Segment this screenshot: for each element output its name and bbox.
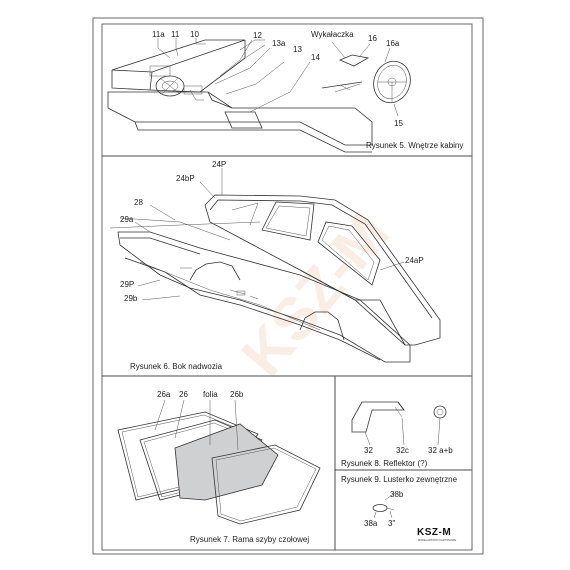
label-15: 15 (394, 119, 403, 128)
label-26a: 26a (157, 390, 171, 399)
caption-figure-6: Rysunek 6. Bok nadwozia (130, 362, 223, 371)
caption-figure-7: Rysunek 7. Rama szyby czołowej (190, 535, 309, 544)
label-29P: 29P (120, 280, 134, 289)
label-16a: 16a (386, 39, 400, 48)
reflector-drawing (351, 401, 447, 433)
label-32: 32 (364, 446, 373, 455)
label-13: 13 (293, 45, 302, 54)
label-3-inch: 3" (388, 519, 395, 528)
label-26b: 26b (230, 390, 244, 399)
page-frame (92, 17, 484, 555)
foil-sheet (174, 423, 279, 501)
mirror-frame (334, 469, 473, 551)
label-10: 10 (190, 30, 199, 39)
reflector-frame (334, 375, 473, 471)
label-24bP: 24bP (176, 174, 195, 183)
logo-text: KSZ-M (417, 527, 451, 538)
label-38b: 38b (390, 490, 404, 499)
mirror-section: 38b 38a 3" Rysunek 9. Lusterko zewnętrzn… (334, 469, 473, 551)
label-28: 28 (134, 198, 143, 207)
logo-subtext: MODELARSTWO KARTONOWE (418, 538, 457, 542)
mirror-drawing (372, 492, 396, 519)
label-24P: 24P (212, 160, 226, 169)
windshield-drawing (117, 411, 321, 525)
body-side-leaders (134, 168, 405, 301)
body-side-drawing (109, 194, 441, 363)
label-13a: 13a (272, 39, 286, 48)
label-toothpick: Wykałaczka (311, 30, 354, 39)
label-26: 26 (179, 390, 188, 399)
label-14: 14 (311, 53, 320, 62)
windshield-section: 26a 26 folia 26b Rysunek 7. Rama szyby c… (101, 375, 336, 551)
body-side-section: 24P 24bP 28 29a 24aP 29P 29b Rysunek 6. … (101, 155, 473, 377)
caption-figure-9: Rysunek 9. Lusterko zewnętrzne (341, 475, 458, 484)
cabin-interior-drawing (107, 39, 373, 153)
label-29b: 29b (124, 294, 138, 303)
ksz-m-logo: KSZ-M MODELARSTWO KARTONOWE (417, 527, 457, 542)
label-32c: 32c (396, 446, 409, 455)
label-16: 16 (368, 34, 377, 43)
label-32-ab: 32 a+b (428, 446, 453, 455)
cabin-section: 11a 11 10 12 13a 13 14 Wykałaczka 16 16a… (101, 23, 473, 157)
caption-figure-8: Rysunek 8. Reflektor (?) (341, 459, 428, 468)
windshield-leaders (154, 399, 239, 451)
label-24aP: 24aP (405, 256, 424, 265)
reflector-section: 32 32c 32 a+b Rysunek 8. Reflektor (?) (334, 375, 473, 471)
label-folia: folia (203, 390, 218, 399)
steering-wheel-drawing (321, 54, 411, 104)
label-11a: 11a (152, 30, 165, 39)
reflector-leaders (364, 417, 441, 446)
cabin-leaders (157, 38, 399, 117)
watermark-text: KSZ-M (229, 200, 402, 389)
label-38a: 38a (364, 519, 378, 528)
caption-figure-5: Rysunek 5. Wnętrze kabiny (366, 141, 463, 150)
label-11: 11 (171, 30, 180, 39)
label-29a: 29a (120, 215, 134, 224)
label-12: 12 (253, 31, 262, 40)
